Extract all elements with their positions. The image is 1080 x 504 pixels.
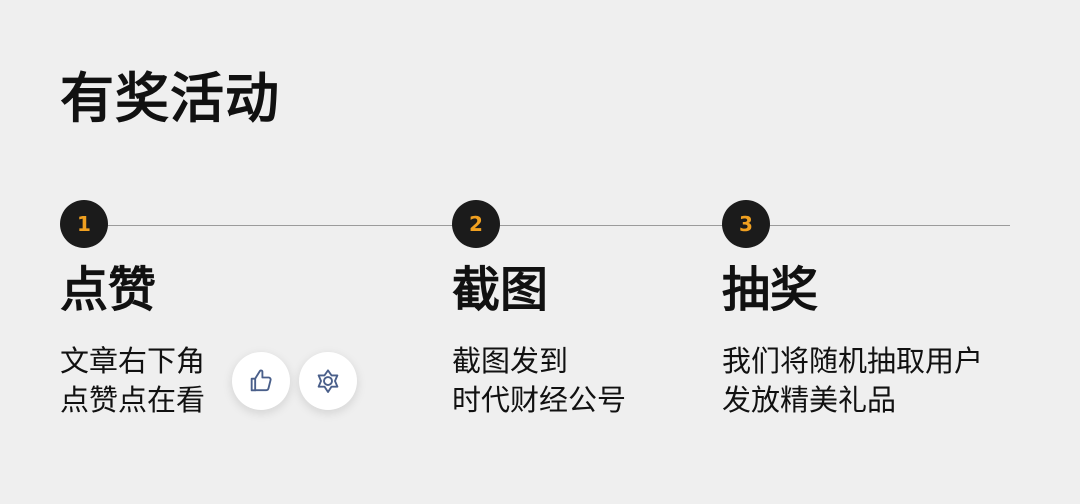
step-description-line: 时代财经公号 bbox=[452, 383, 627, 417]
step-heading: 截图 bbox=[452, 262, 549, 318]
step-description-line: 文章右下角 bbox=[60, 344, 206, 378]
step-heading: 点赞 bbox=[60, 262, 157, 318]
step-number-badge: 3 bbox=[722, 200, 770, 248]
step-description-line: 点赞点在看 bbox=[60, 383, 206, 417]
timeline-divider bbox=[84, 225, 1010, 226]
step-heading: 抽奖 bbox=[722, 262, 819, 318]
wow-button[interactable] bbox=[299, 352, 357, 410]
like-button[interactable] bbox=[232, 352, 290, 410]
step-number-badge: 1 bbox=[60, 200, 108, 248]
step-description: 我们将随机抽取用户 发放精美礼品 bbox=[722, 342, 1062, 420]
step-description: 文章右下角 点赞点在看 bbox=[60, 342, 400, 420]
page-title: 有奖活动 bbox=[60, 67, 280, 130]
thumbs-up-icon bbox=[247, 367, 275, 395]
wow-flower-icon bbox=[313, 366, 343, 396]
step-description-line: 发放精美礼品 bbox=[722, 383, 897, 417]
step-description: 截图发到 时代财经公号 bbox=[452, 342, 792, 420]
step-description-line: 截图发到 bbox=[452, 344, 569, 378]
step-number-badge: 2 bbox=[452, 200, 500, 248]
step-description-line: 我们将随机抽取用户 bbox=[722, 344, 984, 378]
